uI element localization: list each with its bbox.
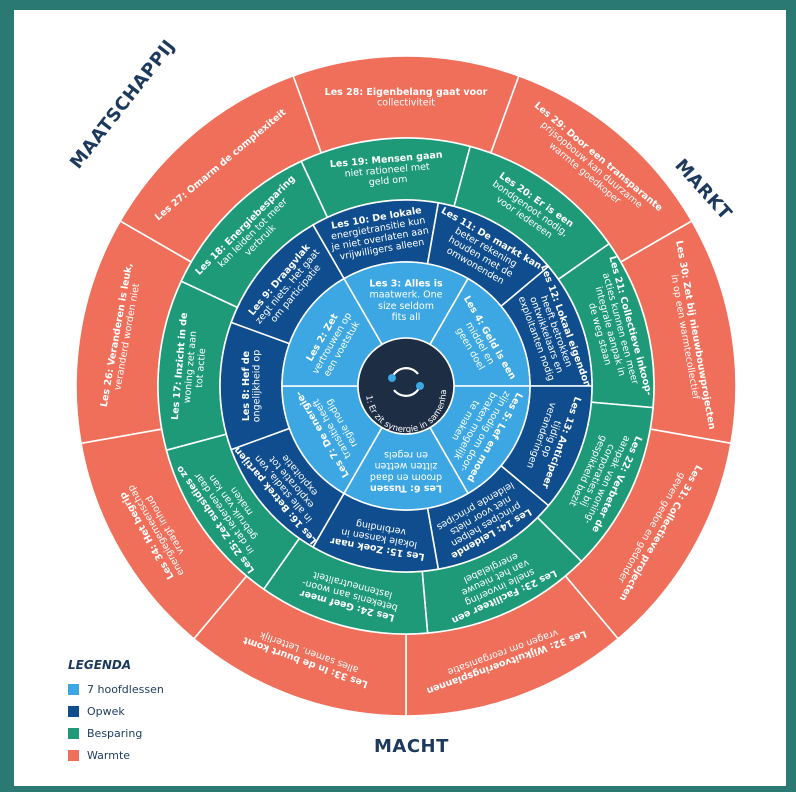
center-disc xyxy=(357,337,455,435)
lesson-text: Les 6: Tussendroom en daadzitten wettene… xyxy=(370,449,442,494)
lesson-sector-opwek: Les 16: Betrek partijenin alle stadia, v… xyxy=(230,427,346,549)
lesson-text: Les 21: Collectieve inkoop-acties kunnen… xyxy=(576,255,655,405)
lesson-sector-warmte: Les 33: In de buurt komtalles samen. Let… xyxy=(192,574,407,717)
lesson-sector-hoofdlessen: Les 4: Geld is eenmiddel engeen doel xyxy=(428,277,531,387)
legend-label: Besparing xyxy=(87,726,143,740)
lesson-text: Les 8: Hef deongelijkheid op xyxy=(241,350,263,423)
lesson-line: en regels xyxy=(384,449,428,460)
legend-swatch-hoofdlessen xyxy=(68,683,79,695)
lesson-sector-opwek: Les 15: Zoek naarlokale kansen inverbind… xyxy=(311,492,440,573)
lesson-sector-opwek: Les 12: Lokaal eigendomheeft betrokkenon… xyxy=(499,263,594,392)
lesson-sector-hoofdlessen: Les 7: De energie-transitie heeftregie n… xyxy=(281,385,384,495)
legend-item-warmte: Warmte xyxy=(68,744,164,766)
lesson-sector-warmte: Les 26: Veranderen is leuk,veranderd wor… xyxy=(75,219,193,445)
lesson-line: ongelijkheid op xyxy=(251,350,262,423)
corner-label-macht: MACHT xyxy=(374,736,449,757)
lesson-line: Les 3: Alles is xyxy=(369,279,443,290)
lesson-sector-hoofdlessen: Les 5: Lef en moedzijn nodig om door-bra… xyxy=(428,385,531,495)
lesson-line: size seldom xyxy=(378,301,434,312)
lesson-line: Les 28: Eigenbelang gaat voor xyxy=(325,87,488,98)
sync-arrows-icon xyxy=(388,367,424,397)
lesson-sector-opwek: Les 10: De lokaleenergietransitie kunje … xyxy=(311,199,440,280)
lesson-text: Les 10: De lokaleenergietransitie kunje … xyxy=(326,204,432,264)
lesson-line: fits all xyxy=(392,312,421,323)
legend-label: Opwek xyxy=(87,704,125,718)
lesson-sector-warmte: Les 30: Zet bij nieuwbouwprojectenin op … xyxy=(619,219,737,445)
lesson-line: tot actie xyxy=(194,348,208,388)
legend-item-besparing: Besparing xyxy=(68,722,164,744)
lesson-sector-hoofdlessen: Les 2: Zetvertrouwen opeen voetstuk xyxy=(281,277,384,387)
legend-item-hoofdlessen: 7 hoofdlessen xyxy=(68,678,164,700)
legend-swatch-opwek xyxy=(68,705,79,717)
lesson-line: Les 6: Tussen xyxy=(370,482,442,493)
lesson-sector-besparing: Les 17: Inzicht in dewoning zet aantot a… xyxy=(157,280,239,452)
lesson-sector-besparing: Les 21: Collectieve inkoop-acties kunnen… xyxy=(557,242,655,409)
legend-label: 7 hoofdlessen xyxy=(87,682,164,696)
legend: LEGENDA 7 hoofdlessen Opwek Besparing Wa… xyxy=(68,658,164,766)
lesson-line: zitten wetten xyxy=(375,460,438,471)
lesson-line: maatwerk. One xyxy=(369,290,442,301)
lesson-line: Les 8: Hef de xyxy=(241,351,252,421)
legend-swatch-besparing xyxy=(68,727,79,739)
legend-item-opwek: Opwek xyxy=(68,700,164,722)
lesson-line: collectiviteit xyxy=(377,97,435,108)
legend-title: LEGENDA xyxy=(68,658,132,672)
lesson-line: droom en daad xyxy=(370,471,442,482)
legend-label: Warmte xyxy=(87,748,131,762)
lesson-sector-warmte: Les 32: Wijkuitvoeringsplannenvragen om … xyxy=(405,574,620,717)
lesson-sector-besparing: Les 24: Geef meerbetekenis aan woon-last… xyxy=(262,537,429,635)
lesson-sector-besparing: Les 19: Mensen gaanniet rationeel metgel… xyxy=(300,137,472,219)
lesson-line: geld om xyxy=(368,174,407,188)
legend-swatch-warmte xyxy=(68,749,79,761)
lesson-sector-opwek: Les 8: Hef deongelijkheid op xyxy=(219,321,291,451)
